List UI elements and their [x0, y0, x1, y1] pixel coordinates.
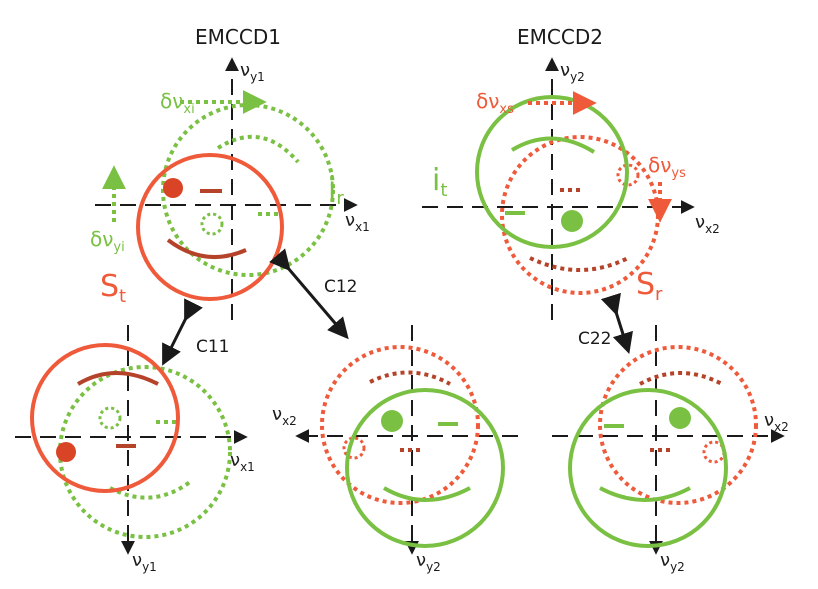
label-sr: Sr	[636, 267, 663, 305]
bm-signal-mouth	[369, 370, 451, 386]
emccd2-title: EMCCD2	[517, 25, 603, 49]
idler-ir-eye	[200, 212, 224, 236]
axis-label-ny1: νy1	[240, 60, 265, 84]
axis-label-bl-nx1: νx1	[230, 450, 255, 474]
axis-label-nx1: νx1	[345, 210, 370, 234]
bm-signal-circle	[320, 345, 480, 505]
br-idler-circle	[568, 388, 728, 548]
bm-idler-circle	[345, 388, 505, 548]
bl-idler-mouth	[109, 480, 192, 500]
panel-emccd1: EMCCD1 νy1 νx1 δνxi δνyi ir St	[90, 25, 370, 320]
br-idler-eye	[669, 407, 691, 429]
bl-signal-eye	[56, 442, 76, 462]
label-delta-nu-yi: δνyi	[90, 227, 125, 255]
idler-it-circle	[475, 95, 629, 249]
bm-signal-face	[320, 345, 480, 505]
arrow-c11	[162, 298, 203, 366]
label-c12: C12	[324, 277, 358, 297]
panel-emccd2: EMCCD2 νy2 νx2 δνxs δνys it Sr	[422, 25, 720, 320]
signal-st-face	[136, 153, 284, 301]
idler-it-face	[475, 95, 629, 249]
label-delta-nu-xs: δνxs	[476, 89, 514, 117]
bl-idler-circle	[58, 365, 232, 539]
panel-bottom-left: νx1 νy1	[15, 325, 255, 574]
axis-label-nx2: νx2	[695, 212, 720, 236]
label-delta-nu-xi: δνxi	[160, 89, 195, 117]
axis-label-br-nx2: νx2	[764, 410, 789, 434]
bm-idler-eye	[381, 410, 403, 432]
arrow-c12	[269, 248, 349, 340]
bl-signal-face	[30, 343, 180, 493]
idler-it-mouth	[510, 136, 596, 154]
idler-it-eye	[561, 210, 583, 232]
br-signal-circle	[598, 345, 758, 505]
label-ir: ir	[328, 171, 344, 209]
br-signal-mouth	[639, 371, 723, 386]
axis-label-bm-nx2: νx2	[272, 404, 297, 428]
bm-idler-mouth	[382, 486, 471, 502]
signal-st-mouth	[166, 238, 247, 260]
axis-label-ny2: νy2	[560, 60, 585, 84]
label-st: St	[100, 269, 126, 307]
signal-st-circle	[136, 153, 284, 301]
signal-st-eye	[163, 178, 183, 198]
br-idler-face	[568, 388, 728, 548]
axis-label-bl-ny1: νy1	[132, 550, 157, 574]
idler-ir-circle	[161, 103, 335, 277]
bl-idler-eye	[98, 406, 122, 430]
emccd1-title: EMCCD1	[195, 25, 281, 49]
label-it: it	[432, 163, 447, 201]
axis-label-bm-ny2: νy2	[416, 550, 441, 574]
label-c11: C11	[196, 337, 230, 357]
label-delta-nu-ys: δνys	[648, 153, 686, 181]
signal-sr-mouth	[529, 256, 629, 272]
label-c22: C22	[578, 329, 612, 349]
idler-ir-mouth	[216, 134, 300, 164]
panel-bottom-right: νx2 νy2	[552, 325, 789, 574]
axis-label-br-ny2: νy2	[660, 550, 685, 574]
bl-signal-circle	[30, 343, 180, 493]
idler-ir-face	[161, 103, 335, 277]
bm-signal-eye	[342, 436, 366, 460]
panel-bottom-middle: νx2 νy2	[272, 325, 525, 574]
correlation-arrows: C11 C12 C22	[162, 248, 633, 366]
bm-idler-face	[345, 388, 505, 548]
bl-idler-face	[58, 365, 232, 539]
signal-sr-eye	[616, 163, 640, 187]
arrow-c22	[600, 292, 633, 355]
br-idler-mouth	[599, 486, 691, 502]
bl-signal-mouth	[76, 371, 159, 386]
